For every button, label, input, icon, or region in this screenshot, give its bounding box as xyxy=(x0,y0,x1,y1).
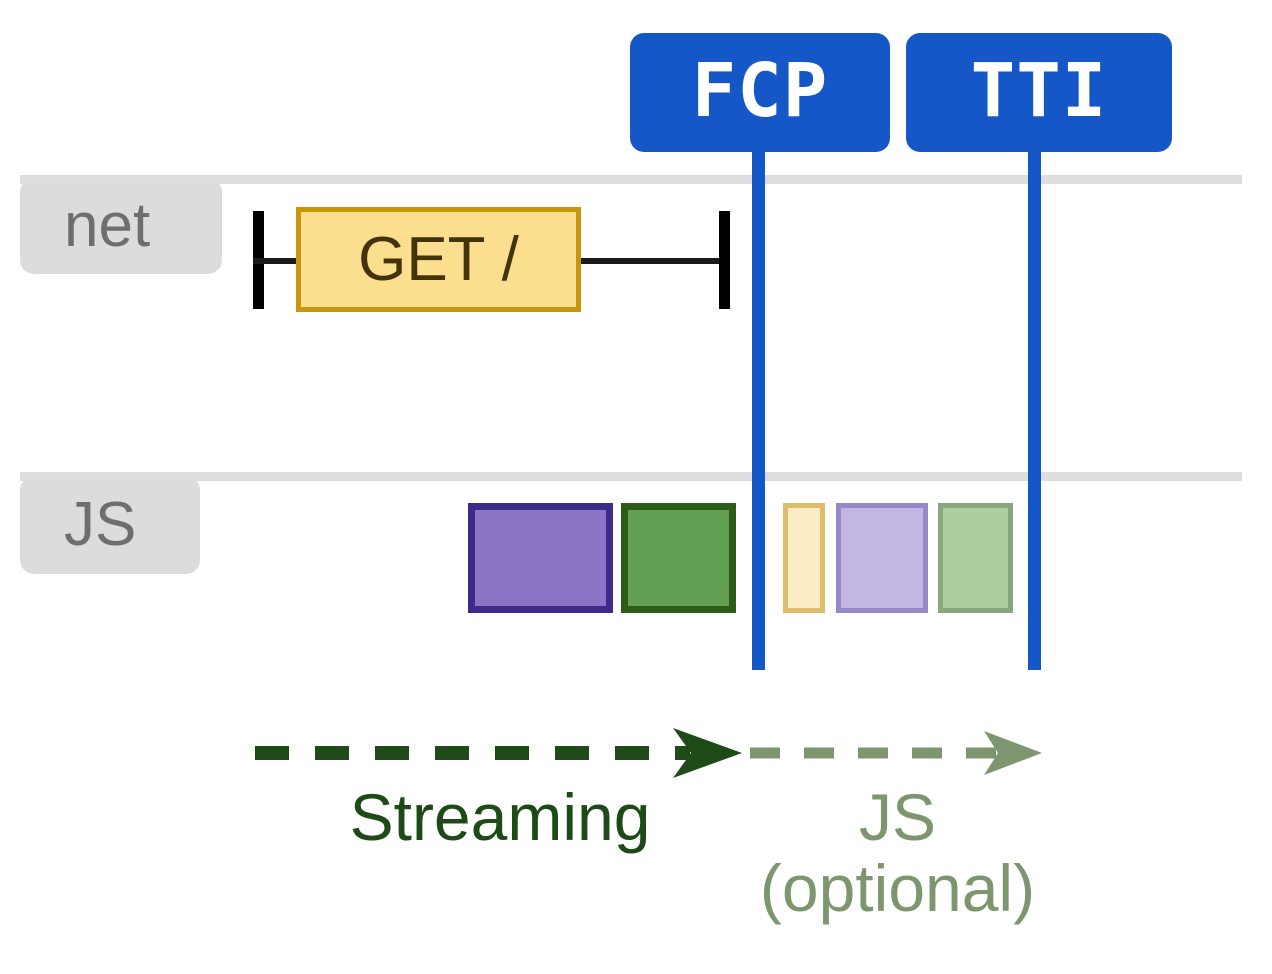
streaming-arrow-label: Streaming xyxy=(349,780,651,854)
tti-marker-line xyxy=(1028,140,1041,670)
js-task-purple-solid xyxy=(468,503,613,613)
js-task-yellow-faded xyxy=(783,503,825,613)
network-request-label: GET / xyxy=(358,224,519,294)
network-request-get-root: GET / xyxy=(296,207,581,312)
streaming-arrow xyxy=(250,722,750,784)
tti-marker-label: TTI xyxy=(970,47,1108,134)
lane-label-js-text: JS xyxy=(64,490,137,559)
js-task-green-faded xyxy=(938,503,1013,613)
lane-label-net-text: net xyxy=(64,191,151,260)
lane-track-js xyxy=(20,472,1242,481)
js-optional-arrow xyxy=(746,722,1046,784)
fcp-marker-badge[interactable]: FCP xyxy=(630,33,890,152)
fcp-marker-label: FCP xyxy=(691,47,829,134)
js-optional-arrow-label: JS (optional) xyxy=(759,780,1036,926)
js-optional-arrow-svg xyxy=(750,731,1042,775)
lane-label-js: JS xyxy=(20,476,200,574)
js-task-green-solid xyxy=(621,503,736,613)
tti-marker-badge[interactable]: TTI xyxy=(906,33,1172,152)
net-bar-end-cap xyxy=(719,211,730,309)
streaming-arrow-svg xyxy=(255,728,742,778)
lane-track-net xyxy=(20,175,1242,184)
fcp-marker-line xyxy=(752,140,765,670)
js-task-purple-faded xyxy=(836,503,928,613)
lane-label-net: net xyxy=(20,178,222,274)
